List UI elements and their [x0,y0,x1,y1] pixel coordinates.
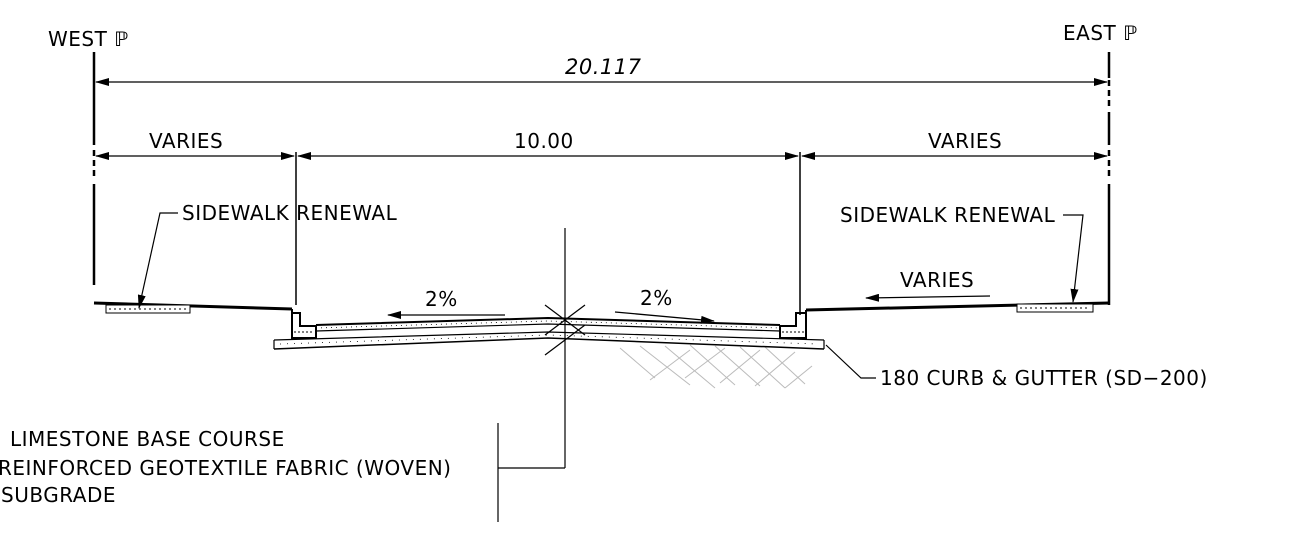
west-property-line-label: WEST ℙ [48,27,129,51]
east-curb-gutter [779,310,807,339]
slope-left-label: 2% [425,287,458,311]
east-property-line-label: EAST ℙ [1063,21,1138,45]
sidewalk-left-leader [137,212,178,309]
boulevard-slope-label: VARIES [900,268,974,292]
east-boulevard [805,301,1110,313]
right-boulevard-width-label: VARIES [928,129,1002,153]
layer-leader [497,423,565,522]
west-boulevard [93,301,293,314]
sidewalk-right-leader [1063,214,1084,303]
layer-label-geotextile: REINFORCED GEOTEXTILE FABRIC (WOVEN) [0,456,451,480]
subgrade-hatch [619,344,813,389]
pavement-structure [273,316,825,350]
curb-leader [825,344,876,379]
sidewalk-left-label: SIDEWALK RENEWAL [182,201,398,225]
left-boulevard-width-label: VARIES [149,129,223,153]
curb-gutter-label: 180 CURB & GUTTER (SD−200) [880,366,1208,390]
roadway-width-label: 10.00 [514,129,574,153]
boulevard-slope-arrow [865,293,991,302]
layer-label-subgrade: SUBGRADE [1,483,116,507]
slope-right-label: 2% [640,286,673,310]
total-width-label: 20.117 [565,55,642,79]
west-curb-gutter [291,309,317,339]
layer-label-base-course: LIMESTONE BASE COURSE [10,427,285,451]
slope-right-arrow [614,311,715,324]
centerline-marker [544,228,586,468]
sidewalk-right-label: SIDEWALK RENEWAL [840,203,1056,227]
